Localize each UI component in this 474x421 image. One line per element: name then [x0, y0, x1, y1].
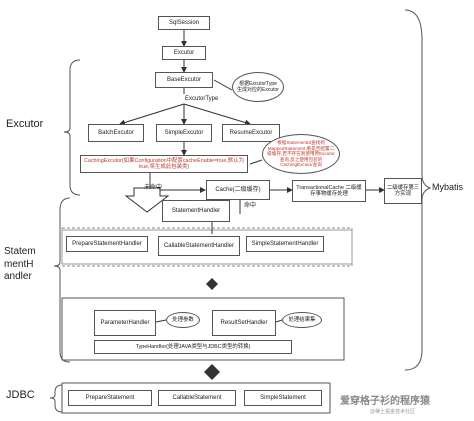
- watermark-main: 爱穿格子衫的程序猿: [340, 396, 430, 407]
- statementhandler-group-brace: [53, 197, 71, 363]
- node-preparestatement: PrepareStatement: [68, 390, 152, 406]
- node-transactionalcache: TransactionalCache 二级缓存事物缓存处理: [292, 180, 366, 202]
- node-simplestatement: SimpleStatement: [244, 390, 322, 406]
- node-preparestatementhandler: PrepareStatementHandler: [66, 236, 148, 252]
- big-down-arrow: [124, 187, 170, 213]
- node-statementhandler: StatementHandler: [162, 200, 230, 222]
- node-typehandler: TypeHandler(处理JAVA类型与JDBC类型的转换): [94, 340, 292, 354]
- callout-param: 处理参数: [166, 312, 200, 328]
- node-cache: Cache(二级缓存): [206, 180, 270, 200]
- node-baseexcutor: BaseExcutor: [155, 72, 213, 88]
- callout-result: 处理结果集: [282, 312, 322, 328]
- excutor-group-brace: [63, 59, 81, 196]
- node-simplestatementhandler: SimpleStatementHandler: [246, 236, 324, 252]
- double-arrow-statement-handlers: [206, 278, 218, 290]
- jdbc-group-brace: [49, 384, 63, 413]
- node-callablestatementhandler: CallableStatementHandler: [158, 236, 240, 256]
- group-label-excutor: Excutor: [6, 118, 44, 130]
- edge-label-miss: 未命中: [144, 185, 163, 191]
- node-parameterhandler: ParameterHandler: [94, 310, 156, 336]
- node-sqlsession: SqlSession: [158, 16, 210, 30]
- statement-types-frame: [61, 229, 353, 265]
- group-label-mybatis: Mybatis: [432, 182, 464, 192]
- node-resultsethandler: ResultSetHandler: [212, 310, 276, 336]
- node-excutor: Excutor: [162, 46, 206, 60]
- node-resumeexcutor: ResumeExcutor: [222, 124, 280, 142]
- node-cachingexcutor: CachingExcutor(如果Configuration中配置cacheEn…: [80, 155, 248, 173]
- node-second-cache-third: 二级缓存第三方实现: [384, 178, 422, 204]
- group-label-jdbc: JDBC: [6, 389, 35, 401]
- edge-label-hit: 命中: [244, 203, 257, 209]
- mybatis-group-brace: [404, 9, 432, 371]
- node-callablestatement: CallableStatement: [158, 390, 236, 406]
- callout-pointer-param: [155, 319, 167, 323]
- callout-pointer-mapped: [249, 159, 263, 165]
- jdbc-group-frame: [61, 382, 331, 414]
- node-excutortype: ExcutorType: [185, 95, 219, 102]
- arrow-excutortype-resume: [183, 103, 251, 126]
- node-simpleexcutor: SimpleExcutor: [156, 124, 212, 142]
- callout-pointer-excutortype: [213, 79, 233, 91]
- arrow-excutortype-batch: [119, 103, 185, 126]
- group-label-statementhandler: Statem mentH andler: [4, 246, 36, 282]
- watermark-sub: @稀土掘金技术社区: [370, 409, 416, 415]
- double-arrow-jdbc: [204, 364, 220, 380]
- callout-mapped-statement: 根据StatementId查找到MappedStatement,看是否配置二级缓…: [262, 134, 340, 174]
- callout-excutortype: 根据ExcutorType生成对应的Excutor: [232, 72, 284, 102]
- handler-subgroup-frame: [61, 297, 345, 361]
- node-batchexcutor: BatchExcutor: [88, 124, 144, 142]
- callout-pointer-result: [275, 319, 283, 323]
